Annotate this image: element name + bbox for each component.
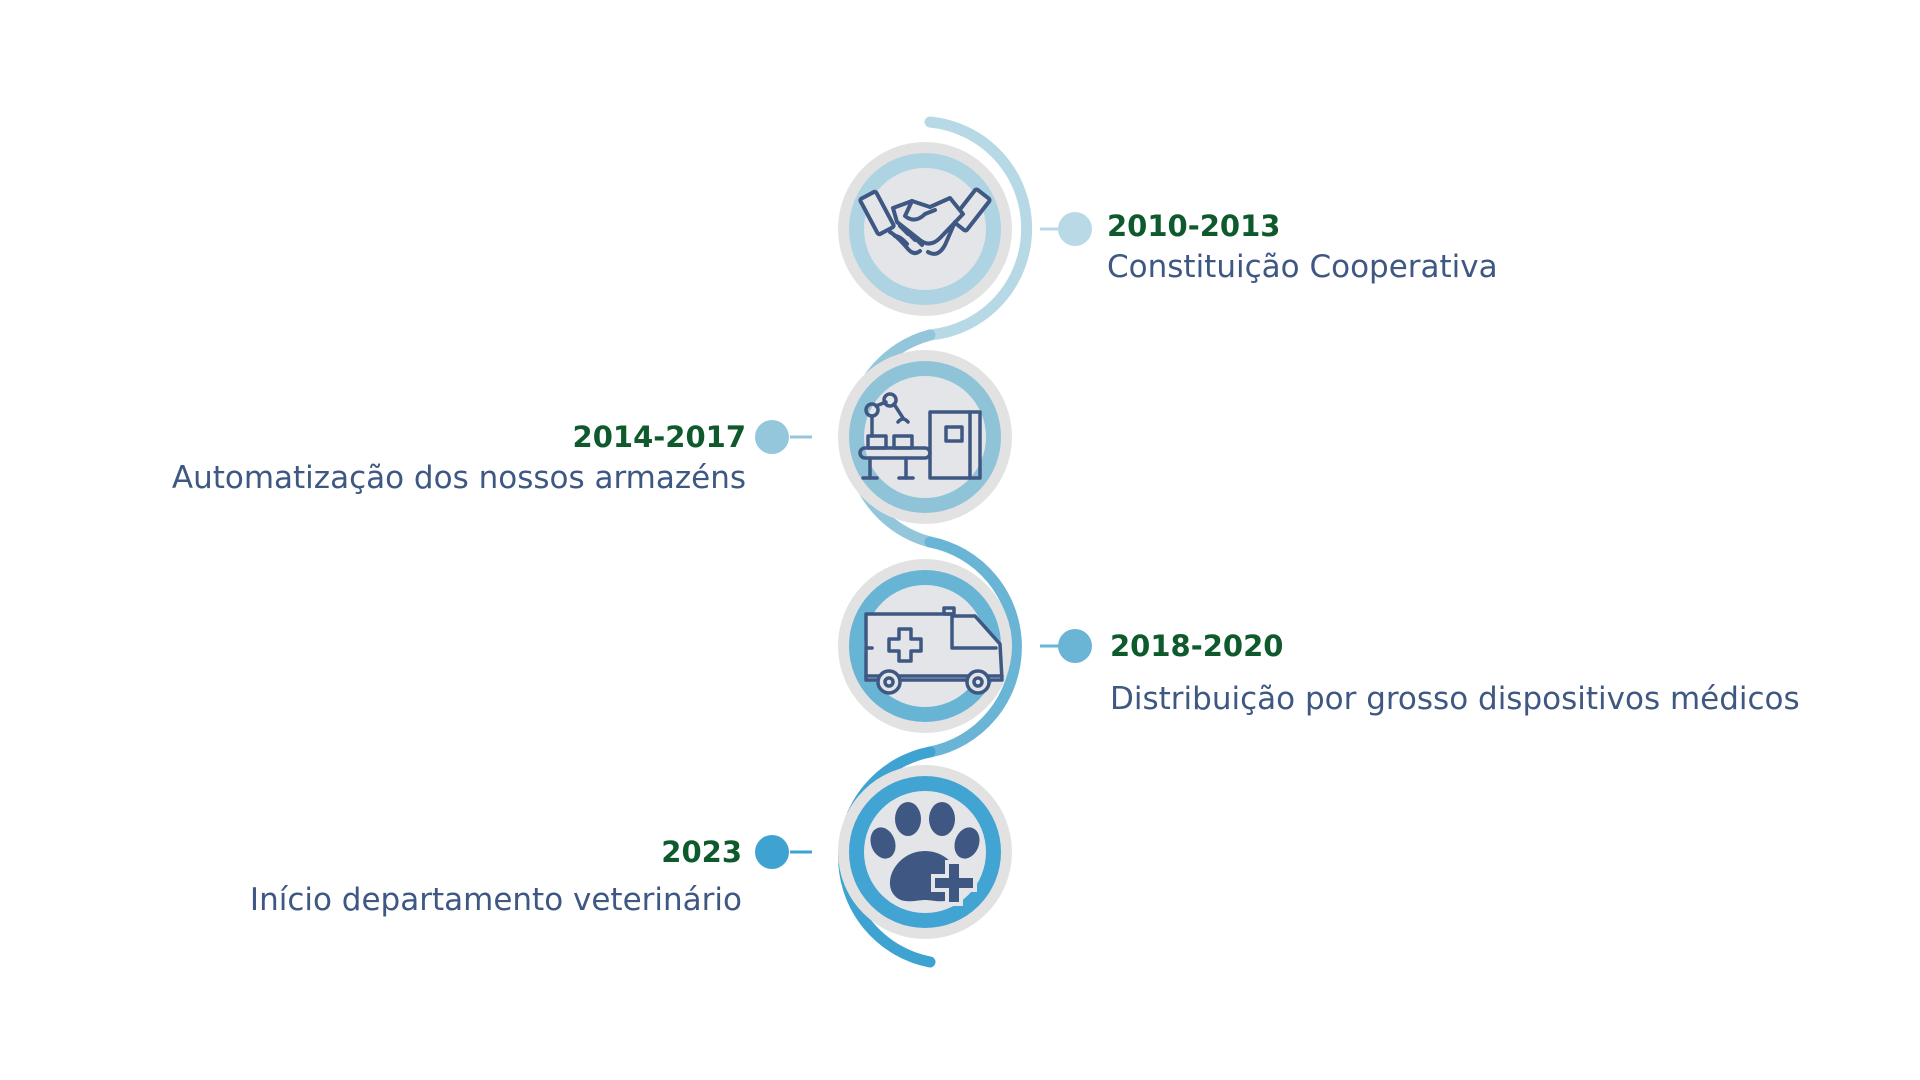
milestone-year: 2014-2017: [572, 420, 746, 454]
connector-line-4: [755, 835, 812, 869]
milestone-dot-3: [1058, 629, 1092, 663]
milestone-1: 2010-2013 Constituição Cooperativa: [1107, 209, 1827, 286]
milestone-node-3: [838, 559, 1012, 733]
milestone-node-2: [838, 350, 1012, 524]
milestone-label: Distribuição por grosso dispositivos méd…: [1110, 681, 1800, 717]
milestone-dot-4: [755, 835, 789, 869]
connector-segment-3: [924, 536, 1022, 758]
milestone-label: Constituição Cooperativa: [1107, 249, 1498, 285]
connector-line-1: [1040, 212, 1092, 246]
milestone-node-1: [838, 142, 1012, 316]
milestone-year: 2023: [661, 835, 742, 869]
milestone-dot-2: [755, 420, 789, 454]
milestone-2: 2014-2017 Automatização dos nossos armaz…: [26, 420, 746, 497]
paw-medical-icon: [870, 802, 980, 906]
milestone-year: 2010-2013: [1107, 209, 1281, 243]
connector-line-2: [755, 420, 812, 454]
milestone-node-4: [838, 765, 1012, 939]
milestone-year: 2018-2020: [1110, 629, 1284, 663]
handshake-icon: [858, 187, 992, 256]
milestone-3: 2018-2020 Distribuição por grosso dispos…: [1110, 629, 1830, 718]
milestone-dot-1: [1058, 212, 1092, 246]
milestone-label: Automatização dos nossos armazéns: [171, 460, 746, 496]
milestone-4: 2023 Início departamento veterinário: [22, 835, 742, 919]
robotic-warehouse-icon: [858, 392, 982, 480]
milestone-label: Início departamento veterinário: [249, 882, 742, 918]
connector-segment-1: [924, 116, 1033, 341]
ambulance-icon: [864, 606, 1004, 695]
connector-line-3: [1040, 629, 1092, 663]
